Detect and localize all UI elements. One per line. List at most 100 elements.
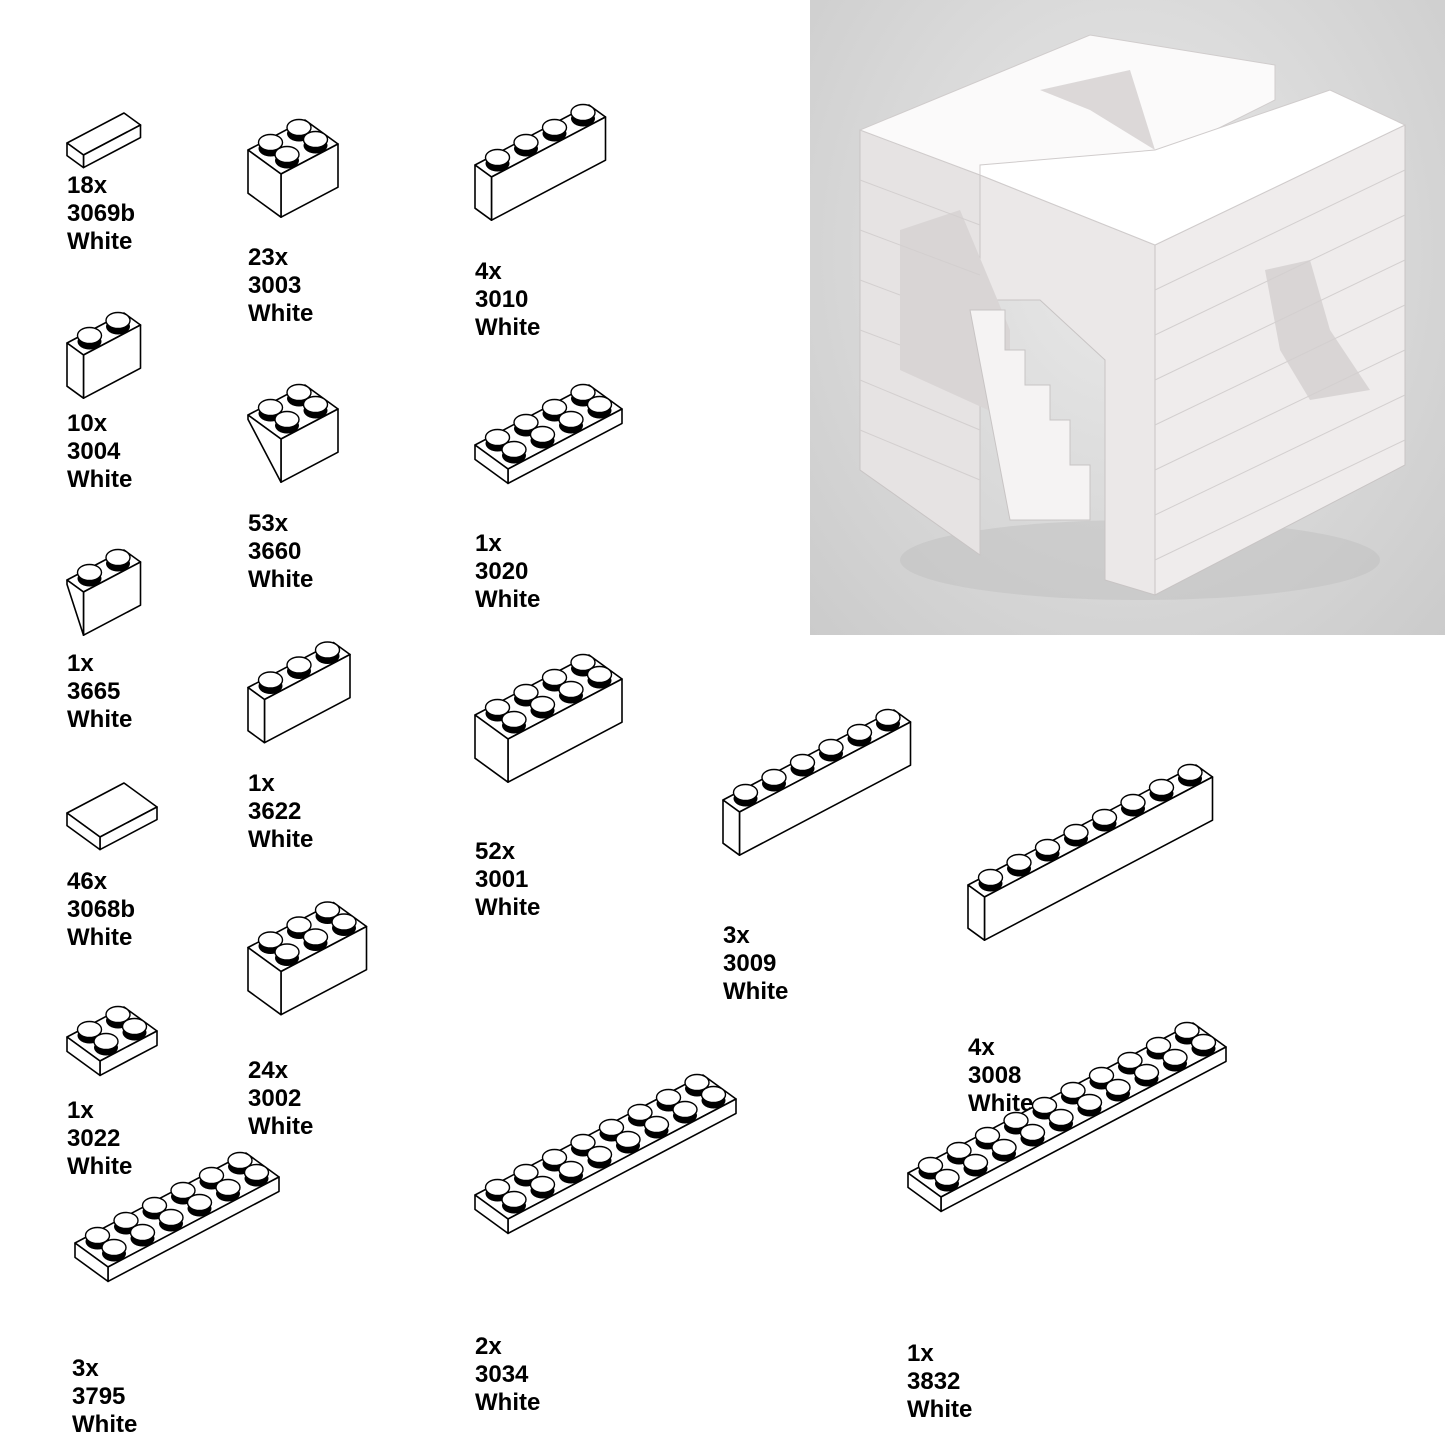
stud (846, 723, 873, 747)
part-qty: 52x (475, 838, 516, 865)
end-face (74, 1242, 109, 1283)
stud (274, 145, 300, 169)
stud (302, 395, 329, 419)
part-id: 3660 (248, 538, 302, 565)
stud (1060, 1081, 1086, 1105)
stud (1162, 1048, 1188, 1072)
stud (93, 1032, 119, 1056)
stud (1148, 778, 1175, 802)
end-face (66, 142, 85, 169)
stud (977, 868, 1004, 892)
stud (302, 928, 329, 951)
part-qty: 46x (67, 868, 108, 895)
part-id: 3003 (248, 272, 302, 299)
part-color: White (475, 586, 541, 613)
stud (1117, 1051, 1143, 1075)
part-color: White (248, 300, 314, 327)
end-face (66, 579, 85, 637)
part-color: White (475, 1389, 541, 1416)
stud (1076, 1093, 1103, 1117)
stud (257, 133, 284, 157)
stud (875, 708, 901, 732)
end-face (722, 799, 741, 857)
part-color: White (72, 1411, 138, 1438)
end-face (247, 149, 282, 218)
stud (529, 1175, 556, 1199)
stud (672, 1100, 698, 1124)
stud (586, 1145, 613, 1169)
stud (818, 738, 844, 762)
stud (105, 548, 131, 572)
stud (286, 916, 312, 939)
part-id: 3009 (723, 950, 777, 977)
model-render-illustration (858, 34, 1407, 600)
stud (501, 710, 527, 734)
part-color: White (67, 706, 133, 733)
part-color: White (475, 314, 541, 341)
stud (1034, 838, 1061, 862)
stud (129, 1223, 156, 1247)
part-qty: 1x (248, 770, 275, 797)
stud (558, 410, 584, 434)
part-qty: 1x (907, 1340, 934, 1367)
end-face (66, 342, 85, 400)
part-qty: 10x (67, 410, 108, 437)
stud (570, 103, 596, 127)
stud (501, 1190, 527, 1214)
stud (1174, 1021, 1200, 1045)
stud (586, 665, 613, 689)
stud (257, 398, 284, 422)
stud (302, 130, 329, 154)
part-color: White (475, 894, 541, 921)
end-face (474, 164, 493, 221)
stud (274, 410, 300, 434)
end-face (907, 1172, 942, 1213)
stud (643, 1115, 670, 1139)
part-id: 3795 (72, 1383, 126, 1410)
stud (286, 656, 312, 679)
stud (732, 783, 759, 807)
part-id: 3832 (907, 1368, 961, 1395)
part-qty: 23x (248, 244, 289, 271)
stud (558, 680, 584, 704)
part-id: 3010 (475, 286, 529, 313)
stud (934, 1168, 960, 1192)
stud (274, 943, 300, 966)
part-id: 3665 (67, 678, 121, 705)
stud (541, 118, 568, 142)
stud (314, 641, 341, 664)
part-qty: 3x (72, 1355, 99, 1382)
stud (1120, 793, 1146, 817)
stud (501, 440, 527, 464)
stud (789, 753, 816, 777)
end-face (247, 686, 266, 744)
stud (170, 1181, 196, 1205)
stud (215, 1178, 241, 1202)
end-face (66, 1036, 101, 1077)
stud (1048, 1108, 1074, 1132)
part-qty: 4x (968, 1034, 995, 1061)
stud (243, 1163, 270, 1187)
part-qty: 1x (67, 1097, 94, 1124)
stud (558, 1160, 584, 1184)
end-face (474, 714, 509, 784)
end-face (474, 444, 509, 485)
